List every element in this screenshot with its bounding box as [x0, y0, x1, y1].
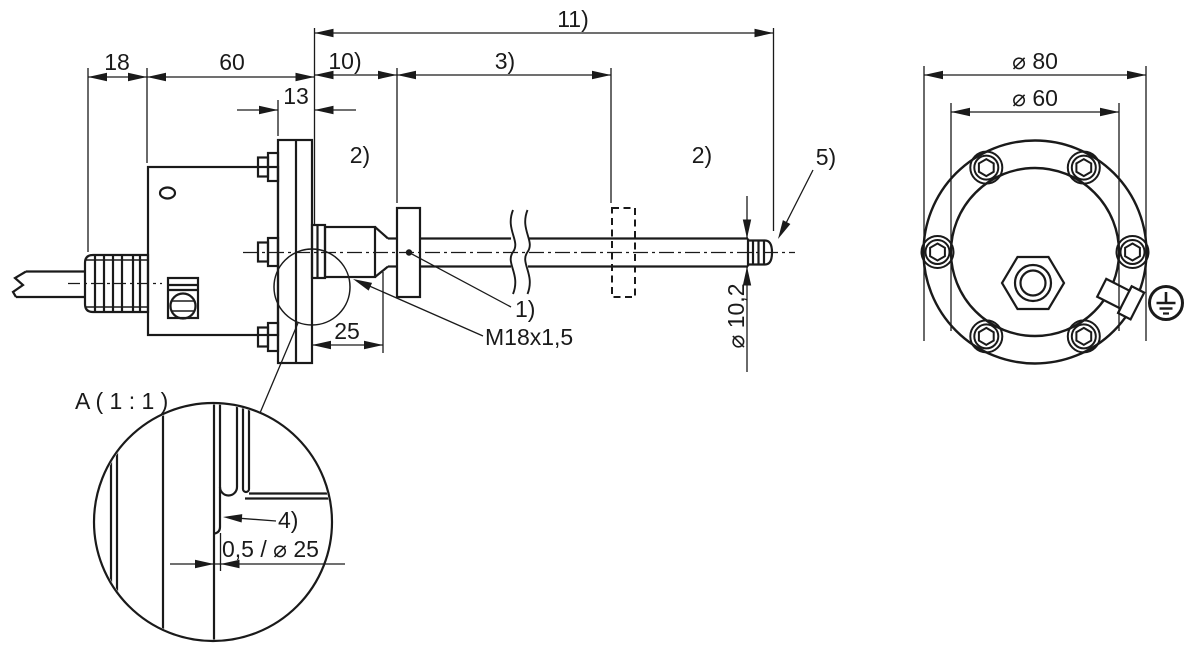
cable-break-icon [11, 270, 27, 298]
dim-label-dia60: ⌀ 60 [1012, 85, 1058, 111]
dim-label-dia80: ⌀ 80 [1012, 48, 1058, 74]
dim-label-lip: 0,5 / ⌀ 25 [222, 536, 319, 562]
note-2-left: 2) [350, 142, 370, 168]
dim-label-11: 11) [557, 6, 589, 32]
dim-label-probe-dia: ⌀ 10,2 [723, 283, 749, 348]
dim-10-ref: 10) [314, 48, 397, 80]
head-hole [158, 186, 177, 200]
detail-view: A ( 1 : 1 ) 4) [75, 388, 345, 643]
dim-13: 13 [237, 83, 356, 136]
terminal-screw [166, 276, 200, 320]
probe-shaft [420, 209, 750, 295]
dim-3-ref: 3) [397, 48, 611, 80]
note-5-leader: 5) [774, 144, 836, 241]
detail-marker-circle [273, 248, 351, 326]
dim-60: 60 [147, 49, 315, 82]
detail-view-title: A ( 1 : 1 ) [75, 388, 168, 414]
center-hex-nut [1000, 255, 1066, 311]
note-5: 5) [816, 144, 836, 170]
dim-lip: 0,5 / ⌀ 25 [170, 533, 345, 571]
pipe-break-icon [524, 209, 531, 295]
ground-lug [1095, 277, 1146, 321]
detail-view-circle [92, 401, 334, 643]
dim-probe-diameter: ⌀ 10,2 [723, 196, 752, 372]
note-4: 4) [278, 507, 298, 533]
note-1: 1) [515, 296, 535, 322]
flange-bolts-front [920, 150, 1150, 354]
dim-label-25: 25 [334, 318, 360, 344]
thread-label: M18x1,5 [485, 324, 573, 350]
side-view: 18 60 13 [11, 6, 836, 414]
note-2-right: 2) [692, 142, 712, 168]
dim-label-10: 10) [328, 48, 361, 74]
hex-socket-bolt-icon [1066, 150, 1101, 185]
hex-socket-bolt-icon [1066, 319, 1101, 354]
hex-socket-bolt-icon [920, 235, 955, 269]
thread-label-leader: M18x1,5 [351, 275, 573, 350]
flange-bolt-side-top [256, 151, 280, 183]
note-4-leader: 4) [222, 507, 298, 533]
dim-25: 25 [312, 272, 384, 353]
head-inner-circle [949, 166, 1121, 338]
earth-ground-icon [1148, 285, 1184, 321]
hex-socket-bolt-icon [1115, 235, 1150, 269]
dim-label-3: 3) [495, 48, 515, 74]
detail-geometry [109, 404, 331, 640]
hex-socket-bolt-icon [969, 319, 1004, 354]
hex-socket-bolt-icon [969, 150, 1004, 185]
front-view: ⌀ 80 ⌀ 60 [920, 48, 1184, 365]
dim-11-ref: 11) [314, 6, 774, 38]
note-1-leader: 1) [405, 249, 535, 322]
flange-outer-circle [922, 139, 1148, 365]
dim-label-18: 18 [104, 49, 130, 75]
flange-bolt-side-bottom [256, 321, 280, 353]
dim-label-60: 60 [219, 49, 245, 75]
detail-leader [259, 322, 299, 414]
dim-label-13: 13 [283, 83, 309, 109]
dim-dia-80: ⌀ 80 [923, 48, 1147, 341]
cable-gland [68, 253, 162, 314]
dim-dia-60: ⌀ 60 [950, 85, 1120, 331]
connection-cable [11, 270, 85, 299]
dim-18: 18 [87, 49, 148, 252]
